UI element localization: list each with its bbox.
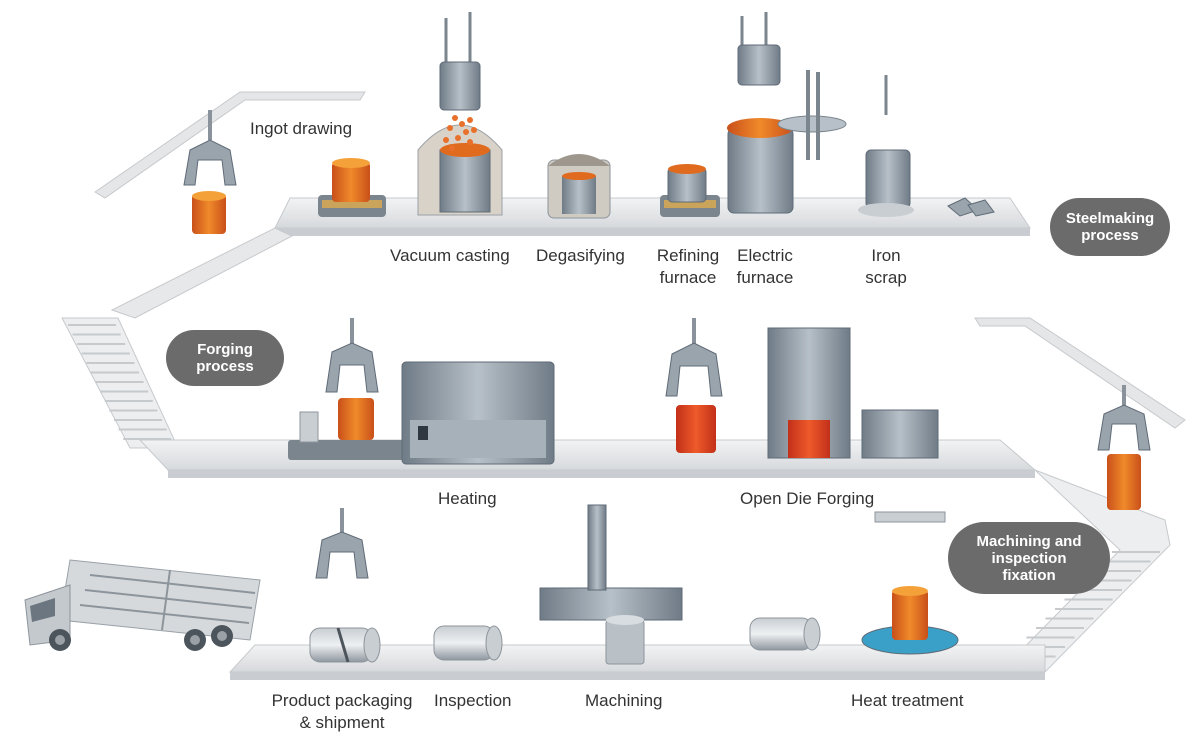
label-heating: Heating [438, 489, 497, 508]
badge-forging-line1: Forging [197, 341, 253, 358]
label-product-packaging: Product packaging & shipment [268, 690, 416, 734]
degasifying-vessel [547, 154, 611, 219]
forging-gripper [665, 318, 723, 453]
molten-drop [471, 127, 477, 133]
label-refining-line1: Refining [656, 246, 720, 265]
label-ingot-drawing: Ingot drawing [250, 119, 353, 138]
machining-equipment [539, 504, 683, 665]
heat-treatment-tube [749, 617, 821, 651]
heating-furnace [401, 361, 555, 465]
label-iron-line2: scrap [865, 268, 907, 287]
molten-drop [452, 115, 458, 121]
badge-steelmaking-line1: Steelmaking [1065, 210, 1155, 227]
badge-machining-process: Machining and inspection fixation [948, 522, 1110, 594]
label-electric-line2: furnace [736, 268, 794, 287]
open-die-press [767, 327, 939, 459]
packaging-gripper [315, 508, 369, 579]
molten-drop [449, 145, 455, 151]
heating-gripper [325, 318, 379, 440]
label-refining-furnace: Refining furnace [648, 245, 728, 289]
badge-forging-process: Forging process [166, 330, 284, 386]
electric-furnace [727, 12, 847, 214]
machining-gripper [1097, 385, 1151, 510]
quench-tank [861, 511, 959, 655]
label-vacuum-casting: Vacuum casting [390, 246, 510, 265]
badge-steelmaking-process: Steelmaking process [1050, 198, 1170, 256]
molten-drop [443, 137, 449, 143]
badge-machining-line1: Machining and [976, 532, 1082, 550]
label-iron-line1: Iron [871, 246, 901, 265]
label-iron-scrap: Iron scrap [856, 245, 916, 289]
label-machining: Machining [585, 691, 663, 710]
label-electric-line1: Electric [737, 246, 793, 265]
badge-steelmaking-line2: process [1081, 227, 1139, 244]
molten-drop [467, 139, 473, 145]
truck [24, 559, 261, 651]
badge-machining-line3: fixation [1002, 566, 1056, 584]
molten-drop [467, 117, 473, 123]
badge-machining-line2: inspection [991, 549, 1067, 567]
heating-cart [288, 411, 408, 460]
label-packaging-line1: Product packaging [271, 691, 413, 710]
label-heat-treatment: Heat treatment [851, 691, 964, 710]
label-electric-furnace: Electric furnace [725, 245, 805, 289]
molten-drop [455, 135, 461, 141]
label-open-die-forging: Open Die Forging [740, 489, 875, 508]
label-packaging-line2: & shipment [299, 713, 385, 732]
label-inspection: Inspection [434, 691, 512, 710]
label-refining-line2: furnace [659, 268, 717, 287]
inspection-tube [433, 625, 503, 661]
refining-furnace [660, 164, 720, 217]
label-degasifying: Degasifying [536, 246, 625, 265]
vacuum-casting-chamber [417, 12, 503, 216]
molten-drop [447, 125, 453, 131]
molten-drop [459, 121, 465, 127]
iron-scrap-bucket [858, 75, 995, 217]
badge-forging-line2: process [196, 358, 254, 375]
packaged-tubes [309, 627, 381, 663]
ingot-cart [318, 158, 386, 217]
molten-drop [463, 129, 469, 135]
ingot-gripper-top [183, 110, 237, 234]
